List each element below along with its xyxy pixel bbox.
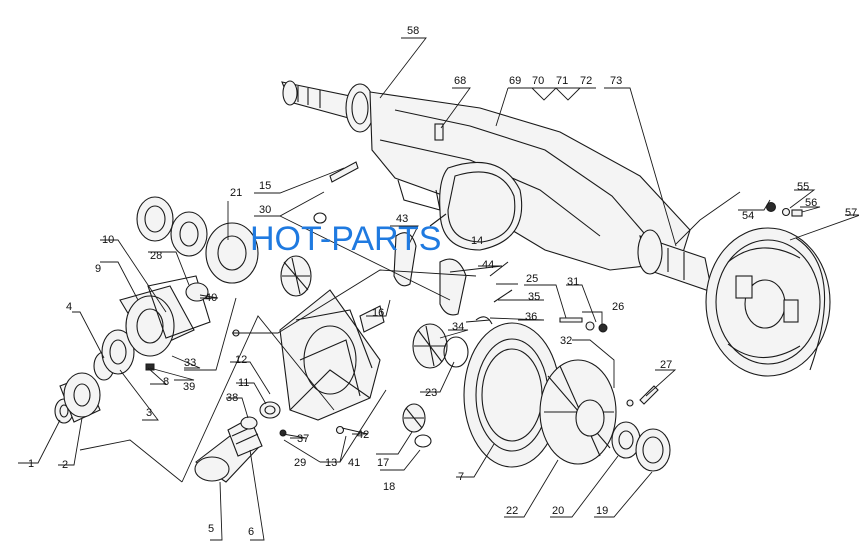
- callout-55: 55: [797, 181, 809, 193]
- callout-70: 70: [532, 75, 544, 87]
- callout-72: 72: [580, 75, 592, 87]
- callout-27: 27: [660, 359, 672, 371]
- callout-29: 29: [294, 457, 306, 469]
- callout-labels: 58 68 69 70 71 72 73 15 21 30 43 14 44 2…: [28, 25, 857, 538]
- axle-housing: [281, 80, 713, 293]
- callout-11: 11: [238, 377, 249, 389]
- callout-1: 1: [28, 458, 34, 470]
- callout-69: 69: [509, 75, 521, 87]
- callout-7: 7: [458, 471, 464, 483]
- callout-9: 9: [95, 263, 101, 275]
- callout-18: 18: [383, 481, 395, 493]
- callout-26: 26: [612, 301, 624, 313]
- callout-57: 57: [845, 207, 857, 219]
- callout-13: 13: [325, 457, 337, 469]
- callout-5: 5: [208, 523, 214, 535]
- callout-58: 58: [407, 25, 419, 37]
- callout-23: 23: [425, 387, 437, 399]
- ring-gear-and-case: [463, 317, 671, 472]
- callout-19: 19: [596, 505, 608, 517]
- callout-40: 40: [205, 292, 217, 304]
- callout-10: 10: [102, 234, 114, 246]
- callout-20: 20: [552, 505, 564, 517]
- callout-39: 39: [183, 381, 195, 393]
- callout-25: 25: [526, 273, 538, 285]
- callout-17: 17: [377, 457, 389, 469]
- callout-31: 31: [567, 276, 579, 288]
- callout-35: 35: [528, 291, 540, 303]
- callout-43: 43: [396, 213, 408, 225]
- callout-54: 54: [742, 210, 754, 222]
- callout-71: 71: [556, 75, 568, 87]
- callout-32: 32: [560, 335, 572, 347]
- pinion-input-group: [54, 196, 259, 424]
- carrier-housing: [232, 289, 381, 435]
- callout-42: 42: [357, 429, 369, 441]
- callout-73: 73: [610, 75, 622, 87]
- callout-36: 36: [525, 311, 537, 323]
- callout-56: 56: [805, 197, 817, 209]
- callout-38: 38: [226, 392, 238, 404]
- callout-2: 2: [62, 459, 68, 471]
- callout-33: 33: [184, 357, 196, 369]
- callout-21: 21: [230, 187, 242, 199]
- callout-15: 15: [259, 180, 271, 192]
- callout-30: 30: [259, 204, 271, 216]
- callout-68: 68: [454, 75, 466, 87]
- callout-6: 6: [248, 526, 254, 538]
- drive-pinion: [194, 401, 287, 483]
- callout-8: 8: [163, 376, 169, 388]
- callout-37: 37: [297, 433, 309, 445]
- hub-fasteners: [766, 202, 803, 217]
- leader-lines: [18, 37, 859, 541]
- differential-internals: [280, 161, 513, 448]
- callout-12: 12: [235, 354, 247, 366]
- callout-14: 14: [471, 235, 483, 247]
- callout-34: 34: [452, 321, 464, 333]
- callout-3: 3: [146, 407, 152, 419]
- callout-16: 16: [372, 307, 384, 319]
- callout-44: 44: [482, 259, 494, 271]
- brake-assembly: [705, 227, 831, 377]
- callout-41: 41: [348, 457, 360, 469]
- callout-22: 22: [506, 505, 518, 517]
- hot-parts-watermark: HOT-PARTS: [250, 220, 441, 258]
- callout-4: 4: [66, 301, 72, 313]
- callout-28: 28: [150, 250, 162, 262]
